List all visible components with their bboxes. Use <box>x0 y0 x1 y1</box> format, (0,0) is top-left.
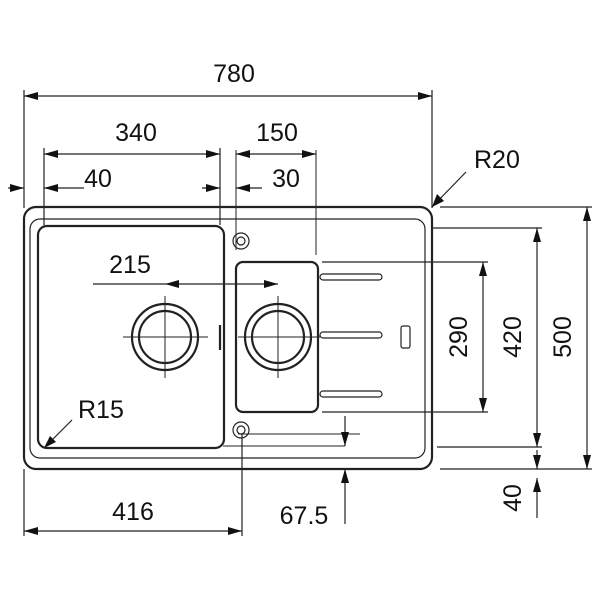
dim-drainer-width: 150 <box>256 119 298 147</box>
dim-tap-offset: 67.5 <box>280 502 329 530</box>
dim-bowl-gap: 30 <box>272 165 300 193</box>
sink-outline <box>22 205 434 471</box>
dim-waste-position: 416 <box>112 498 154 526</box>
dim-waste-spacing: 215 <box>109 251 151 279</box>
dim-front-edge: 40 <box>499 484 527 512</box>
overflow-slot-icon <box>400 325 411 349</box>
sink-inner-rim <box>29 218 426 459</box>
dim-left-offset: 40 <box>84 165 112 193</box>
label-outer-radius: R20 <box>474 146 520 174</box>
dim-main-bowl-width: 340 <box>115 119 157 147</box>
dim-overall-depth: 500 <box>549 316 577 358</box>
dim-overall-width: 780 <box>213 60 255 88</box>
drainer-ribs <box>319 273 383 398</box>
dim-drainer-length: 290 <box>445 316 473 358</box>
dim-inner-depth: 420 <box>499 316 527 358</box>
main-bowl <box>36 224 226 450</box>
tap-hole-icon-bottom <box>232 421 250 439</box>
second-bowl-waste-icon <box>238 296 320 378</box>
tap-hole-icon-top <box>232 232 250 250</box>
label-bowl-radius: R15 <box>78 396 124 424</box>
main-bowl-waste-icon <box>123 296 208 378</box>
